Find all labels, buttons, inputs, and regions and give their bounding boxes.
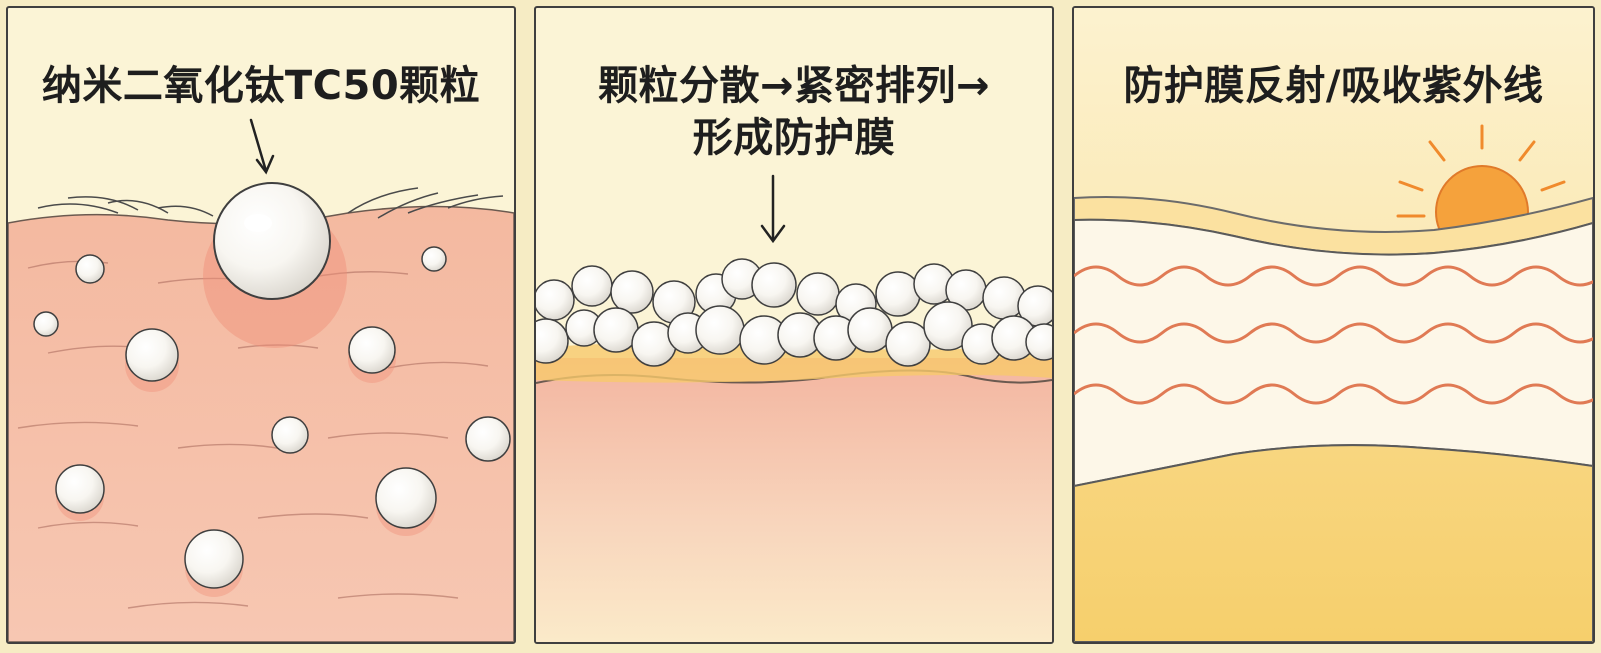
particles-illustration [8,118,514,642]
caption-line: 防护膜反射/吸收紫外线 [1123,63,1544,109]
panel-2-caption: 颗粒分散→紧密排列→ 形成防护膜 [536,60,1052,164]
packed-particles [536,258,1052,367]
skin-hairs [37,187,504,219]
uv-wave-icon [1074,265,1593,405]
panel-particles: 纳米二氧化钛TC50颗粒 [6,6,516,644]
down-arrow-icon [760,174,786,244]
panel-film-formation: 颗粒分散→紧密排列→ 形成防护膜 [534,6,1054,644]
caption-line: 形成防护膜 [692,115,896,161]
film-illustration [536,174,1052,642]
particles [33,182,511,597]
panel-3-caption: 防护膜反射/吸收紫外线 [1074,60,1593,112]
caption-line: 纳米二氧化钛TC50颗粒 [41,63,481,109]
panel-1-caption: 纳米二氧化钛TC50颗粒 [8,60,514,112]
skin-base [1074,444,1593,642]
down-arrow-icon [249,118,275,175]
panel-uv-protection: 防护膜反射/吸收紫外线 [1072,6,1595,644]
caption-line: 颗粒分散→紧密排列→ [597,63,991,109]
uv-illustration [1074,8,1593,642]
